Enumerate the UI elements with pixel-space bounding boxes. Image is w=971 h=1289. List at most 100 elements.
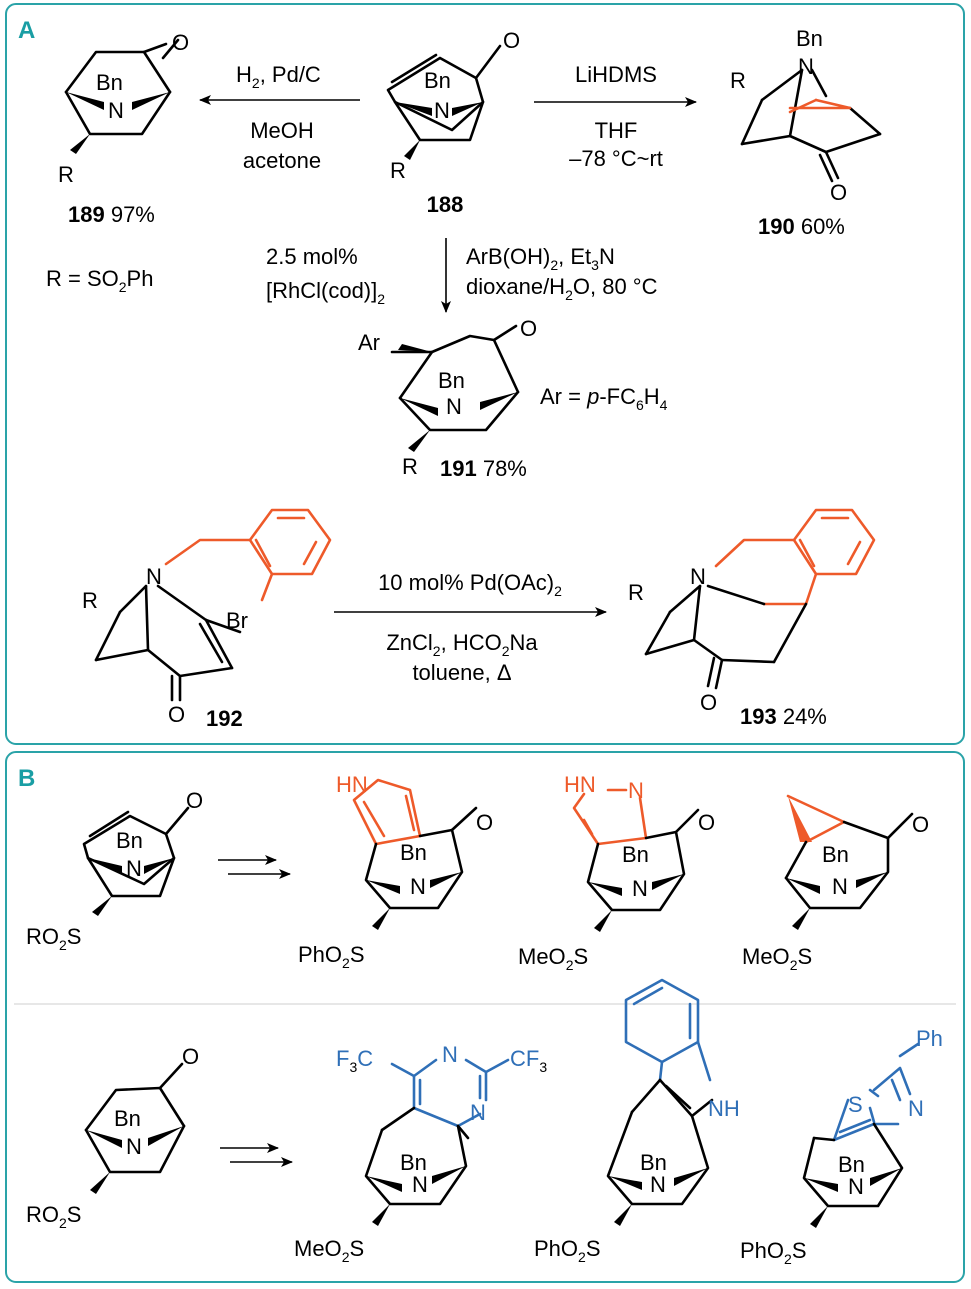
- svg-text:O: O: [476, 810, 493, 835]
- svg-text:HN: HN: [336, 772, 368, 797]
- heck-additives: ZnCl2, HCO2Na: [386, 630, 538, 659]
- svg-text:S: S: [848, 1092, 863, 1117]
- svg-text:N: N: [446, 394, 462, 419]
- compound-189-structure: O Bn N R: [58, 30, 189, 187]
- svg-text:O: O: [186, 788, 203, 813]
- svg-text:O: O: [700, 690, 717, 715]
- svg-text:N: N: [798, 54, 814, 79]
- compound-188-structure: O Bn N R: [386, 28, 520, 183]
- svg-text:Bn: Bn: [116, 828, 143, 853]
- svg-text:N: N: [470, 1100, 486, 1125]
- heck-solvent: toluene, Δ: [412, 660, 511, 685]
- b-pyrrole-product-structure: HN O Bn N PhO2S: [298, 772, 493, 971]
- svg-text:O: O: [168, 702, 185, 727]
- svg-text:RO2S: RO2S: [26, 924, 81, 953]
- lihdms-reagent: LiHDMS: [575, 62, 657, 87]
- svg-text:N: N: [126, 1134, 142, 1159]
- rh-catalyst-loading: 2.5 mol%: [266, 244, 358, 269]
- compound-190-label: 190 60%: [758, 214, 845, 239]
- b-pyrazole-product-structure: HN N O Bn N MeO2S: [518, 772, 715, 973]
- heck-catalyst: 10 mol% Pd(OAc)2: [378, 570, 562, 599]
- compound-191-label: 191 78%: [440, 456, 527, 481]
- svg-text:MeO2S: MeO2S: [294, 1236, 364, 1265]
- svg-text:MeO2S: MeO2S: [518, 944, 588, 973]
- lihdms-solvent: THF: [595, 118, 638, 143]
- svg-text:Bn: Bn: [114, 1106, 141, 1131]
- b-pyrimidine-product-structure: F3C N CF3 N Bn N MeO2S: [294, 1042, 547, 1265]
- compound-190-structure: Bn N R O: [730, 26, 882, 205]
- lihdms-temperature: –78 °C~rt: [569, 146, 663, 171]
- svg-text:PhO2S: PhO2S: [534, 1236, 601, 1265]
- svg-text:O: O: [830, 180, 847, 205]
- svg-text:Bn: Bn: [424, 68, 451, 93]
- svg-text:O: O: [182, 1044, 199, 1069]
- svg-text:Bn: Bn: [438, 368, 465, 393]
- svg-text:HN: HN: [564, 772, 596, 797]
- svg-text:N: N: [412, 1172, 428, 1197]
- svg-text:Bn: Bn: [96, 70, 123, 95]
- svg-text:N: N: [650, 1172, 666, 1197]
- svg-text:R: R: [730, 68, 746, 93]
- svg-text:N: N: [632, 876, 648, 901]
- svg-text:N: N: [434, 98, 450, 123]
- b-cyclopropane-product-structure: O Bn N MeO2S: [742, 794, 929, 973]
- hydrogenation-solvent-1: MeOH: [250, 118, 314, 143]
- svg-text:N: N: [848, 1174, 864, 1199]
- svg-text:O: O: [520, 316, 537, 341]
- compound-192-structure: N R Br O: [82, 508, 332, 727]
- svg-text:N: N: [146, 564, 162, 589]
- svg-text:Ar: Ar: [358, 330, 380, 355]
- b-indole-product-structure: NH Bn N PhO2S: [534, 978, 740, 1265]
- compound-189-label: 189 97%: [68, 202, 155, 227]
- hydrogenation-solvent-2: acetone: [243, 148, 321, 173]
- rh-catalyst: [RhCl(cod)]2: [266, 278, 385, 307]
- panel-a-border: [5, 3, 965, 745]
- svg-text:O: O: [172, 30, 189, 55]
- svg-text:N: N: [628, 778, 644, 803]
- svg-text:Bn: Bn: [640, 1150, 667, 1175]
- r-definition: R = SO2Ph: [46, 266, 153, 295]
- b-row2-start-structure: O Bn N RO2S: [26, 1044, 199, 1231]
- b-thiazole-product-structure: Ph S N Bn N PhO2S: [740, 1026, 943, 1267]
- svg-text:Bn: Bn: [838, 1152, 865, 1177]
- svg-text:N: N: [126, 856, 142, 881]
- svg-text:CF3: CF3: [510, 1046, 547, 1075]
- svg-text:R: R: [628, 580, 644, 605]
- svg-text:Bn: Bn: [400, 840, 427, 865]
- svg-text:Ph: Ph: [916, 1026, 943, 1051]
- hydrogenation-reagent: H2, Pd/C: [236, 62, 321, 91]
- panel-b-label: B: [18, 765, 35, 792]
- compound-193-structure: N R O: [628, 508, 876, 715]
- svg-text:N: N: [690, 564, 706, 589]
- svg-text:Bn: Bn: [622, 842, 649, 867]
- ar-definition: Ar = p-FC6H4: [540, 384, 668, 413]
- compound-188-number: 188: [427, 192, 464, 217]
- svg-text:R: R: [390, 158, 406, 183]
- svg-text:O: O: [503, 28, 520, 53]
- svg-text:Bn: Bn: [822, 842, 849, 867]
- panel-a-label: A: [18, 17, 35, 44]
- svg-text:N: N: [908, 1096, 924, 1121]
- svg-text:Bn: Bn: [796, 26, 823, 51]
- compound-193-label: 193 24%: [740, 704, 827, 729]
- svg-text:Br: Br: [226, 608, 248, 633]
- svg-text:F3C: F3C: [336, 1046, 373, 1075]
- panel-b-border: [5, 751, 965, 1283]
- rh-solvent-temp: dioxane/H2O, 80 °C: [466, 274, 658, 303]
- svg-text:NH: NH: [708, 1096, 740, 1121]
- svg-text:R: R: [58, 162, 74, 187]
- svg-text:R: R: [82, 588, 98, 613]
- compound-191-structure: O Ar Bn N R: [358, 316, 537, 479]
- svg-text:N: N: [832, 874, 848, 899]
- rh-boronic-acid: ArB(OH)2, Et3N: [466, 244, 615, 273]
- svg-text:O: O: [912, 812, 929, 837]
- svg-text:MeO2S: MeO2S: [742, 944, 812, 973]
- svg-text:N: N: [108, 98, 124, 123]
- compound-192-number: 192: [206, 706, 243, 731]
- svg-text:Bn: Bn: [400, 1150, 427, 1175]
- svg-text:O: O: [698, 810, 715, 835]
- svg-text:PhO2S: PhO2S: [740, 1238, 807, 1267]
- svg-text:RO2S: RO2S: [26, 1202, 81, 1231]
- svg-text:N: N: [410, 874, 426, 899]
